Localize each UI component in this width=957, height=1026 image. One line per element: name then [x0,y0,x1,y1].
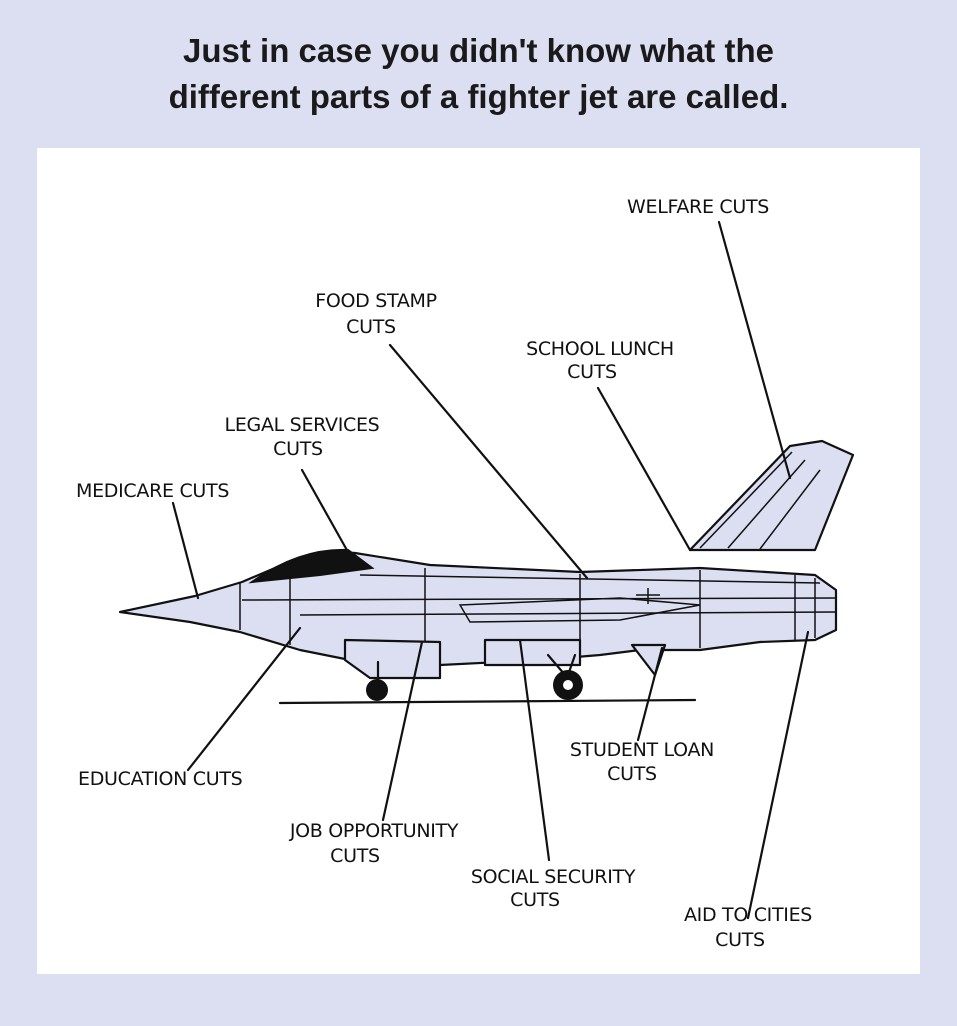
diagram-panel: WELFARE CUTS FOOD STAMP CUTS SCHOOL LUNC… [37,148,920,974]
leader-social-security [518,638,551,862]
leader-student-loan [636,646,664,742]
label-aid-to-cities-line2: CUTS [715,929,765,951]
label-welfare-cuts: WELFARE CUTS [627,196,769,218]
leader-school-lunch [596,386,692,552]
label-legal-services-line2: CUTS [273,438,323,460]
fuselage [118,551,838,667]
leader-food-stamp [388,343,589,580]
label-aid-to-cities-line1: AID TO CITIES [684,904,812,926]
ventral-fin [630,643,667,677]
label-job-opportunity-line2: CUTS [330,845,380,867]
label-social-security-line1: SOCIAL SECURITY [471,866,636,888]
ground-line [278,698,697,705]
meme-caption: Just in case you didn't know what the di… [0,28,957,120]
label-food-stamp-line1: FOOD STAMP [315,290,437,312]
belly-pod [483,638,582,667]
label-legal-services-line1: LEGAL SERVICES [225,414,380,436]
leader-legal-services [300,468,350,554]
label-food-stamp-line2: CUTS [346,316,396,338]
label-student-loan-line1: STUDENT LOAN [570,739,714,761]
leader-job-opportunity [381,640,424,822]
leader-aid-to-cities [746,630,810,920]
fighter-jet-diagram: WELFARE CUTS FOOD STAMP CUTS SCHOOL LUNC… [76,196,855,951]
caption-line-1: Just in case you didn't know what the [183,32,774,69]
leader-welfare [717,220,792,480]
label-job-opportunity-line1: JOB OPPORTUNITY [289,820,459,842]
label-medicare-cuts: MEDICARE CUTS [76,480,229,502]
caption-line-2: different parts of a fighter jet are cal… [168,78,789,115]
leader-medicare [171,501,200,600]
label-education-cuts: EDUCATION CUTS [78,768,242,790]
label-student-loan-line2: CUTS [607,763,657,785]
tail-fin [688,439,855,552]
canopy [248,548,375,584]
leader-education [186,626,302,772]
label-social-security-line2: CUTS [510,889,560,911]
label-school-lunch-line1: SCHOOL LUNCH [526,338,674,360]
nose-wheel [366,679,388,701]
label-school-lunch-line2: CUTS [567,361,617,383]
intake [343,638,442,680]
